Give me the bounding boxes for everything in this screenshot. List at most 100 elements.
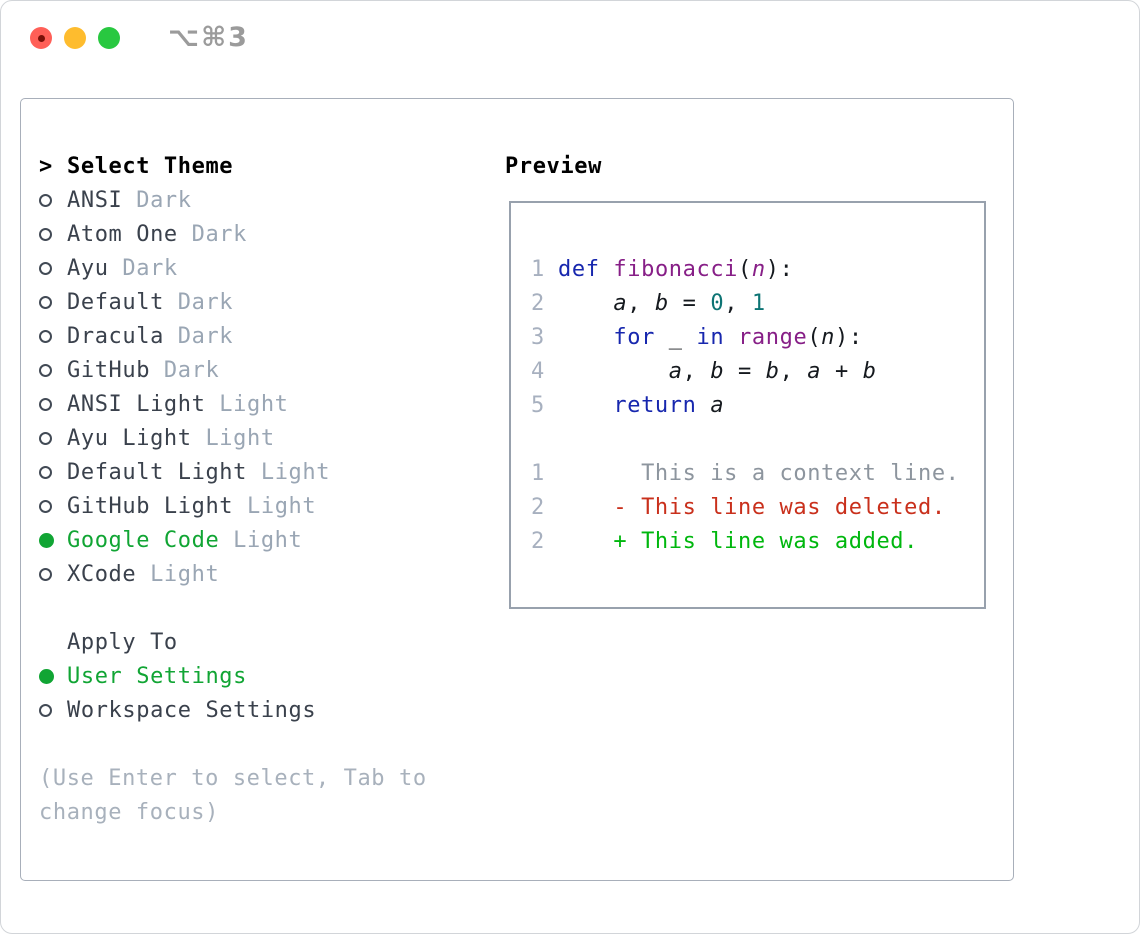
apply-option-workspace-settings[interactable]: Workspace Settings [39,693,469,727]
code-token [558,325,613,350]
preview-line: 3 for _ in range(n): [531,321,984,355]
code-token: + This line was added. [613,529,918,554]
theme-name: GitHub Light [67,493,234,519]
code-token: a [613,291,628,316]
cursor-marker: > [39,153,53,179]
theme-variant-tag: Dark [177,221,247,247]
line-number: 5 [531,393,545,418]
theme-name: XCode [67,561,137,587]
theme-variant-tag: Light [191,425,275,451]
theme-option-atom-one-dark[interactable]: Atom One Dark [39,217,469,251]
code-token: = [724,359,766,384]
theme-name: ANSI Light [67,391,206,417]
radio-icon [39,261,52,275]
theme-option-github-light-light[interactable]: GitHub Light Light [39,489,469,523]
radio-marker [39,499,67,513]
theme-option-dracula-dark[interactable]: Dracula Dark [39,319,469,353]
code-token [655,325,669,350]
theme-option-default-light-light[interactable]: Default Light Light [39,455,469,489]
radio-icon [39,397,52,411]
code-token: This is a context line. [558,461,960,486]
theme-option-ayu-dark[interactable]: Ayu Dark [39,251,469,285]
hint-line: (Use Enter to select, Tab to [39,765,427,791]
radio-icon [39,567,52,581]
radio-icon [39,499,52,513]
radio-icon [39,431,52,445]
theme-variant-tag: Dark [150,357,220,383]
preview-line [531,423,984,457]
radio-marker [39,703,67,717]
theme-name: Default [67,289,164,315]
radio-selected-icon [39,668,54,684]
theme-name: Default Light [67,459,247,485]
radio-marker [39,227,67,241]
theme-option-google-code-light[interactable]: Google Code Light [39,523,469,557]
apply-option-user-settings[interactable]: User Settings [39,659,469,693]
code-token [558,495,613,520]
preview-line: 2 - This line was deleted. [531,491,984,525]
code-token [600,257,614,282]
code-token [696,393,710,418]
apply-to-header-row: Apply To [39,625,469,659]
theme-variant-tag: Light [247,459,331,485]
code-token: ): [835,325,863,350]
radio-marker [39,465,67,479]
theme-name: ANSI [67,187,123,213]
radio-icon [39,193,52,207]
theme-option-ansi-dark[interactable]: ANSI Dark [39,183,469,217]
code-token [558,393,613,418]
code-token [558,291,613,316]
radio-icon [39,329,52,343]
code-token: for [613,325,655,350]
apply-to-title: Apply To [67,629,178,655]
unsaved-dot-icon [37,34,45,42]
code-token [683,325,697,350]
preview-line: 4 a, b = b, a + b [531,355,984,389]
code-token: , [779,359,808,384]
radio-marker [39,431,67,445]
close-button[interactable] [30,27,52,49]
zoom-button[interactable] [98,27,120,49]
radio-marker [39,397,67,411]
radio-marker [39,668,67,684]
code-token: = [668,291,711,316]
theme-variant-tag: Dark [163,289,234,315]
radio-marker [39,532,67,548]
theme-variant-tag: Dark [122,187,192,213]
radio-icon [39,703,52,717]
code-token: b [710,359,725,384]
radio-marker [39,193,67,207]
code-token: b [765,359,780,384]
code-token: ): [765,257,794,282]
radio-selected-icon [39,532,54,548]
code-token: 0 [710,291,725,316]
code-token: a [668,359,683,384]
code-token: fibonacci [613,257,739,282]
theme-name: Ayu Light [67,425,192,451]
code-token: n [821,325,836,350]
code-token: n [751,257,766,282]
preview-line: 1 This is a context line. [531,457,984,491]
theme-option-default-dark[interactable]: Default Dark [39,285,469,319]
preview-line: 5 return a [531,389,984,423]
code-token: ( [738,257,752,282]
theme-option-github-dark[interactable]: GitHub Dark [39,353,469,387]
theme-name: Google Code [67,527,220,553]
code-token: a [807,359,822,384]
radio-marker [39,295,67,309]
theme-option-ayu-light-light[interactable]: Ayu Light Light [39,421,469,455]
theme-option-ansi-light-light[interactable]: ANSI Light Light [39,387,469,421]
line-number: 2 [531,529,545,554]
code-token: , [627,291,655,316]
theme-option-xcode-light[interactable]: XCode Light [39,557,469,591]
minimize-button[interactable] [64,27,86,49]
preview-line: 2 a, b = 0, 1 [531,287,984,321]
line-number: 3 [531,325,545,350]
theme-variant-tag: Light [136,561,220,587]
